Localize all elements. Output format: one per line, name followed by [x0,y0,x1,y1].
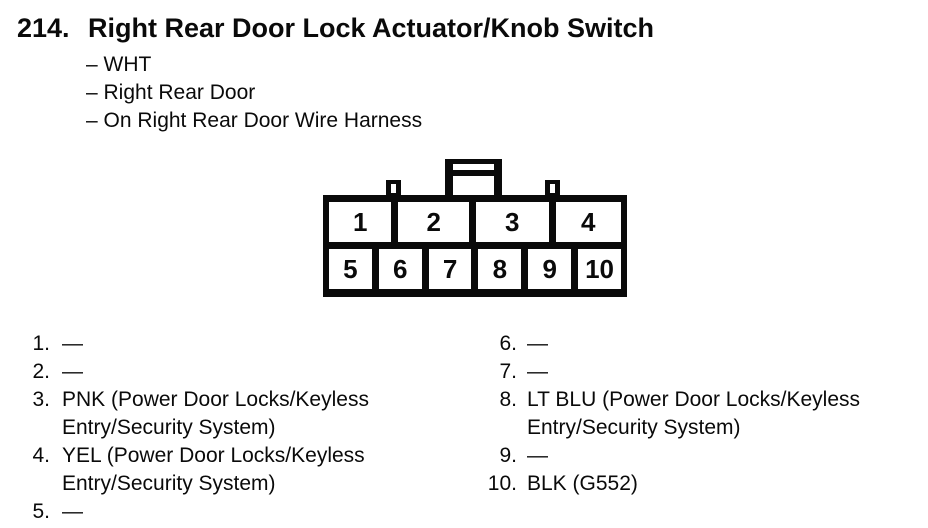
attribute-harness: – On Right Rear Door Wire Harness [86,109,423,132]
pin-number: 1. [32,332,50,355]
pin-number: 10. [487,472,517,495]
connector-cavity-7: 7 [428,249,472,289]
index-tab-left-slot [391,184,396,193]
pin-row-2: 2. — [25,358,412,386]
connector-cavity-2: 2 [398,202,469,242]
connector-lock-tab-icon [445,159,502,199]
connector-row-bottom: 5 6 7 8 9 10 [329,249,621,289]
pin-row-8: 8. LT BLU (Power Door Locks/Keyless Entr… [479,386,917,442]
pin-list-right: 6. — 7. — 8. LT BLU (Power Door Locks/Ke… [479,330,917,498]
pin-number: 2. [32,360,50,383]
pin-row-6: 6. — [479,330,917,358]
connector-cavity-8: 8 [478,249,522,289]
pin-list-left: 1. — 2. — 3. PNK (Power Door Locks/Keyle… [25,330,412,526]
pin-row-3: 3. PNK (Power Door Locks/Keyless Entry/S… [25,386,412,442]
pin-number: 3. [32,388,50,411]
pin-wire-description: PNK (Power Door Locks/Keyless Entry/Secu… [62,388,369,439]
attribute-location: – Right Rear Door [86,81,256,104]
lock-tab-slot-upper [453,164,494,170]
figure-header: 214. Right Rear Door Lock Actuator/Knob … [17,13,654,43]
connector-index-tab-right-icon [545,180,560,198]
pin-number: 6. [499,332,517,355]
pin-wire-description: — [62,500,83,523]
pin-number: 5. [32,500,50,523]
pin-number: 4. [32,444,50,467]
pin-wire-description: — [62,332,83,355]
connector-row-top: 1 2 3 4 [329,202,621,242]
pin-wire-description: BLK (G552) [527,472,638,495]
pin-wire-description: LT BLU (Power Door Locks/Keyless Entry/S… [527,388,861,439]
pin-row-1: 1. — [25,330,412,358]
pin-number: 9. [499,444,517,467]
pin-row-5: 5. — [25,498,412,526]
pin-wire-description: — [527,444,548,467]
connector-cavity-9: 9 [528,249,572,289]
lock-tab-slot-lower [453,176,494,195]
pin-row-7: 7. — [479,358,917,386]
connector-cavity-4: 4 [555,202,621,242]
pin-wire-description: — [527,360,548,383]
pin-number: 8. [499,388,517,411]
connector-cavity-10: 10 [578,249,621,289]
attribute-connector-color: – WHT [86,53,152,76]
attribute-list: – WHT – Right Rear Door – On Right Rear … [86,51,422,135]
pin-row-4: 4. YEL (Power Door Locks/Keyless Entry/S… [25,442,412,498]
pin-wire-description: — [62,360,83,383]
connector-cavity-6: 6 [378,249,422,289]
pin-wire-description: YEL (Power Door Locks/Keyless Entry/Secu… [62,444,365,495]
figure-title: Right Rear Door Lock Actuator/Knob Switc… [88,13,655,43]
index-tab-right-slot [550,184,555,193]
connector-cavity-3: 3 [475,202,549,242]
connector-cavity-5: 5 [329,249,372,289]
connector-index-tab-left-icon [386,180,401,198]
pin-wire-description: — [527,332,548,355]
pin-row-10: 10. BLK (G552) [479,470,917,498]
figure-number: 214. [17,13,70,43]
pin-row-9: 9. — [479,442,917,470]
connector-body: 1 2 3 4 5 6 7 8 9 10 [323,195,627,297]
pin-number: 7. [499,360,517,383]
connector-cavity-1: 1 [329,202,392,242]
